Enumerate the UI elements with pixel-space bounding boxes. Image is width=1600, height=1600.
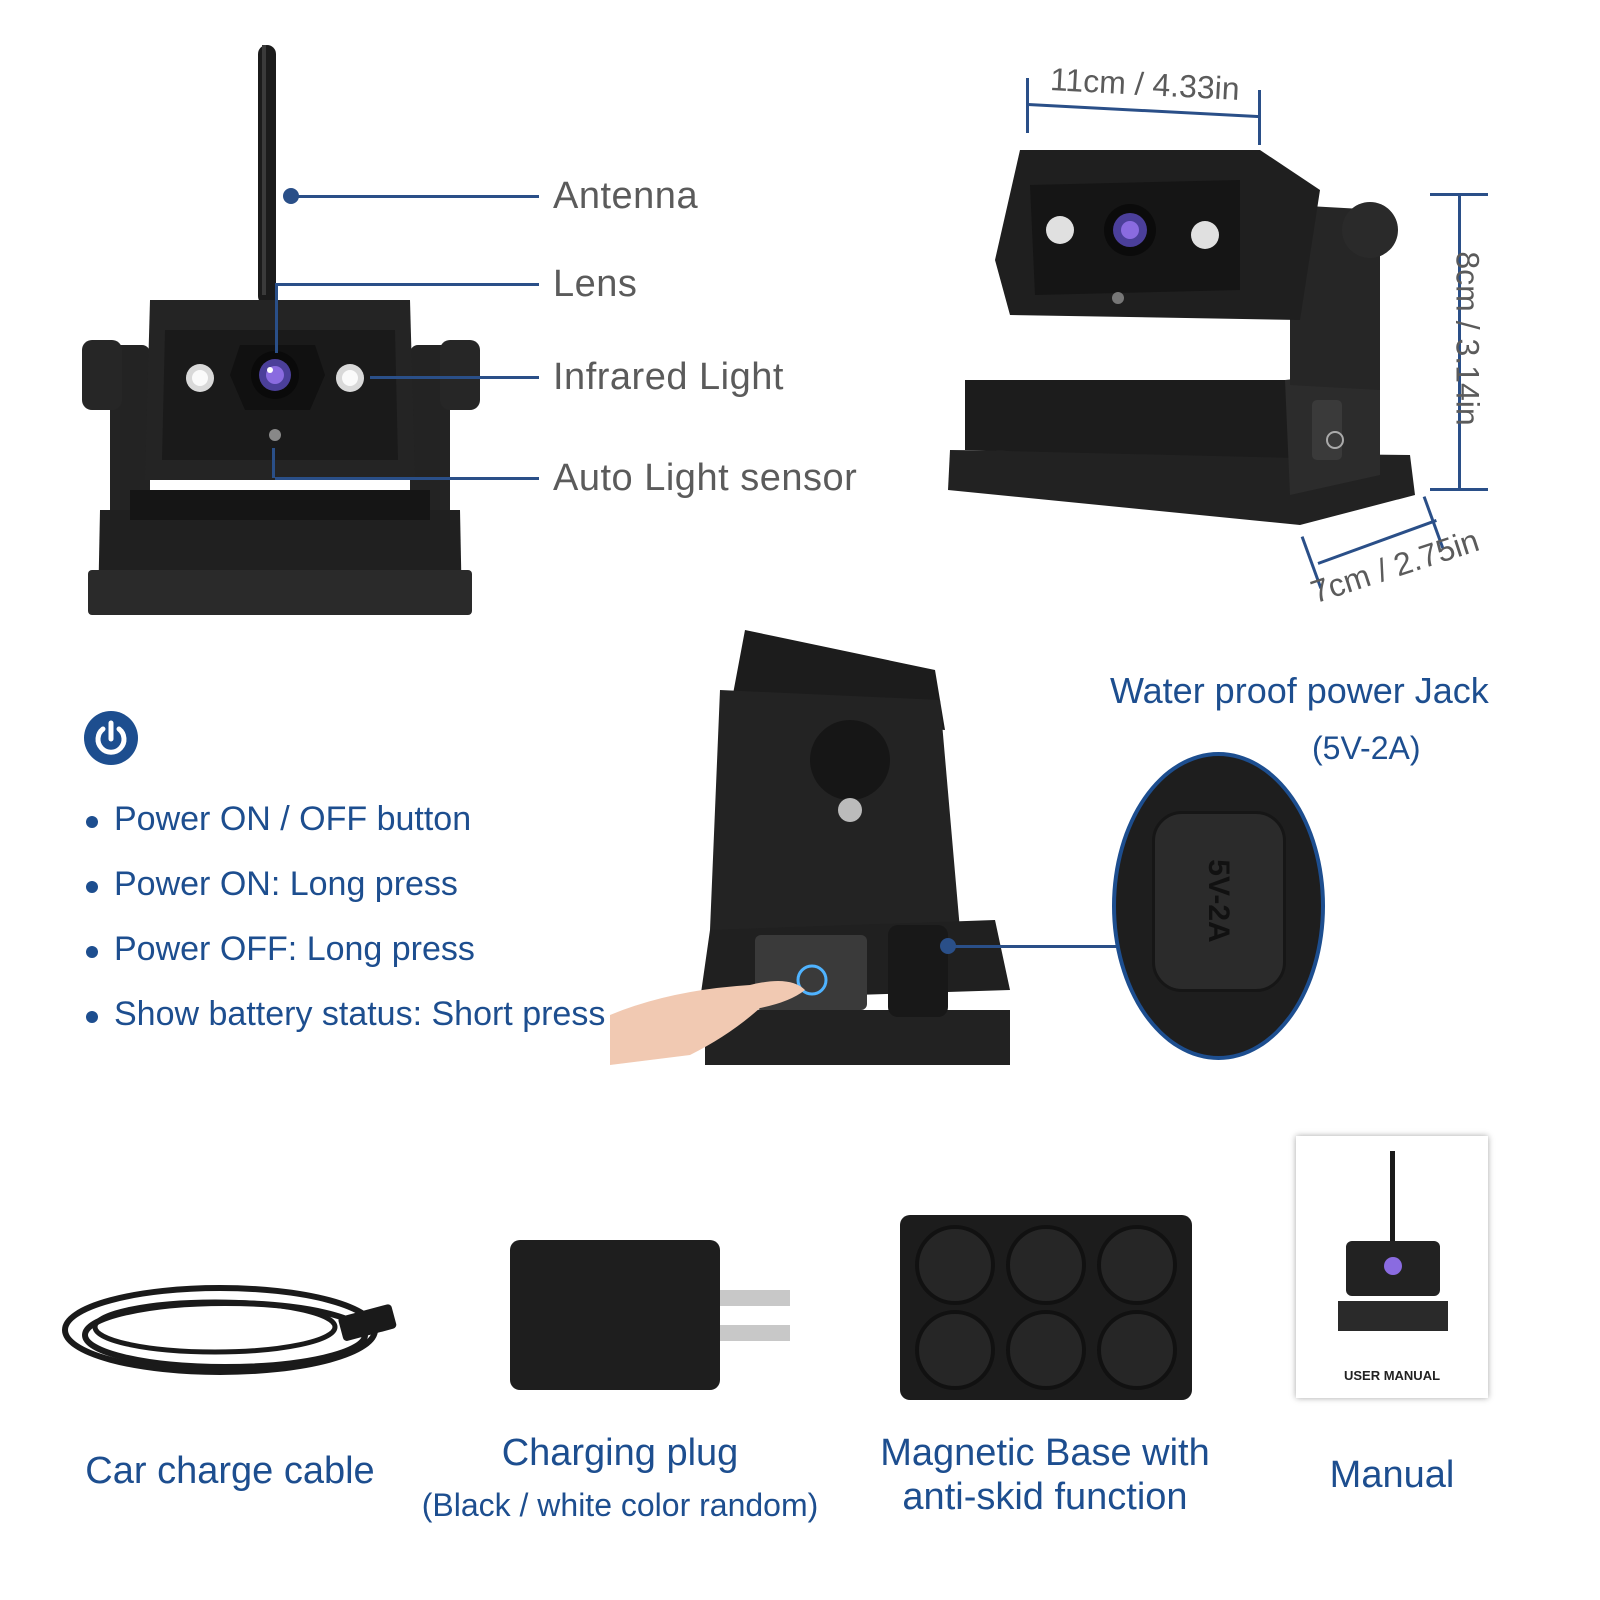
- magnetic-base-caption-line2: anti-skid function: [902, 1476, 1188, 1518]
- power-jack-zoom: 5V-2A: [1112, 752, 1325, 1060]
- magnetic-base-image: [900, 1215, 1192, 1400]
- manual-caption: Manual: [1329, 1454, 1455, 1496]
- power-button-instructions: Power ON / OFF button Power ON: Long pre…: [86, 800, 605, 1060]
- lens-label: Lens: [553, 263, 638, 305]
- manual-camera-thumbnail: [1338, 1151, 1448, 1331]
- power-instruction-item: Power ON: Long press: [86, 865, 605, 904]
- power-jack-port-cover: 5V-2A: [1152, 811, 1286, 992]
- charging-plug-image: [510, 1240, 790, 1390]
- power-instruction-item: Show battery status: Short press: [86, 995, 605, 1034]
- auto-light-sensor-label: Auto Light sensor: [553, 457, 858, 499]
- height-dimension-line: [1458, 195, 1461, 490]
- height-dimension-label: 8cm / 3.14in: [1449, 251, 1486, 426]
- car-charge-cable-caption: Car charge cable: [85, 1450, 375, 1492]
- lens-leader: [278, 283, 539, 286]
- charging-plug-note: (Black / white color random): [421, 1487, 819, 1523]
- power-jack-title: Water proof power Jack: [1110, 670, 1489, 711]
- power-jack-leader: [948, 945, 1116, 948]
- power-icon: [84, 711, 138, 765]
- width-dimension-tick-right: [1258, 90, 1261, 145]
- power-instruction-item: Power ON / OFF button: [86, 800, 605, 839]
- infrared-leader: [370, 376, 539, 379]
- infrared-light-label: Infrared Light: [553, 356, 784, 398]
- dimension-camera-illustration: [948, 150, 1415, 525]
- lens-leader-vertical: [275, 283, 278, 353]
- charging-plug-caption: Charging plug: [501, 1432, 739, 1474]
- magnetic-base-caption-line1: Magnetic Base with: [880, 1432, 1210, 1474]
- manual-cover-title: USER MANUAL: [1343, 1368, 1441, 1383]
- antenna-leader: [291, 195, 539, 198]
- front-camera-illustration: [82, 45, 480, 615]
- antenna-label: Antenna: [553, 175, 699, 217]
- side-camera-illustration: [610, 630, 1010, 1065]
- car-charge-cable-image: [62, 1285, 397, 1375]
- power-jack-spec: (5V-2A): [1312, 730, 1421, 766]
- user-manual-image: USER MANUAL: [1296, 1136, 1488, 1398]
- sensor-leader: [275, 477, 539, 480]
- width-dimension-tick-left: [1026, 78, 1029, 133]
- sensor-leader-vertical: [272, 448, 275, 478]
- width-dimension-label: 11cm / 4.33in: [1049, 61, 1241, 107]
- height-dimension-tick-bottom: [1430, 488, 1488, 491]
- power-instruction-item: Power OFF: Long press: [86, 930, 605, 969]
- height-dimension-tick-top: [1430, 193, 1488, 196]
- power-jack-port-label: 5V-2A: [1202, 859, 1235, 943]
